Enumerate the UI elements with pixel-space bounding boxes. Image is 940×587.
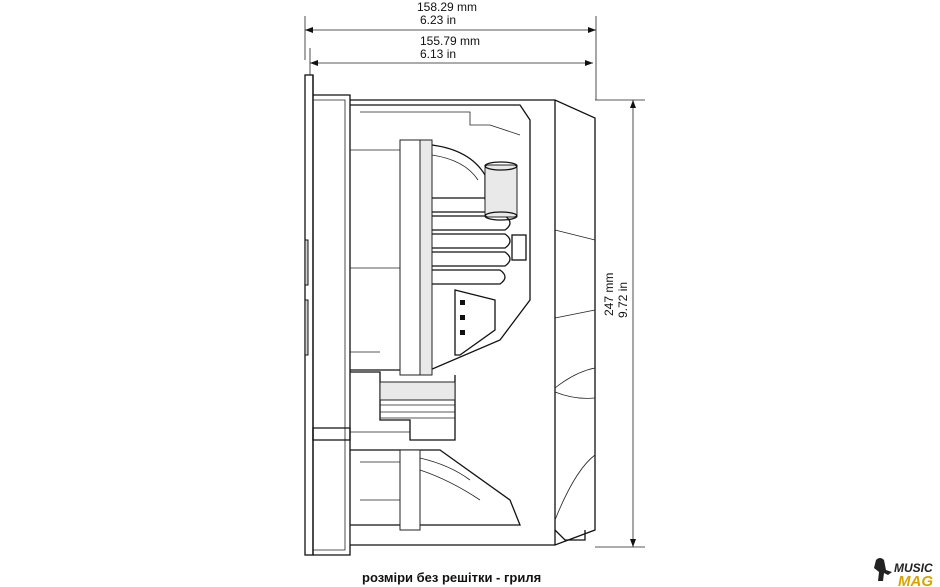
height-in-label: 9.72 in (616, 282, 630, 318)
inner-width-dimension: 155.79 mm 6.13 in (309, 34, 593, 75)
terminal-dots (460, 300, 465, 335)
speaker-cross-section (304, 74, 596, 556)
guitarist-silhouette-icon (874, 558, 892, 581)
height-dimension: 247 mm 9.72 in (595, 99, 645, 548)
outer-width-mm-label: 158.29 mm (417, 0, 477, 14)
tweeter-cylinder (484, 161, 527, 261)
logo-word-mag: MAG (898, 573, 933, 587)
inner-width-in-label: 6.13 in (420, 47, 456, 61)
outer-width-in-label: 6.23 in (420, 13, 456, 27)
height-mm-label: 247 mm (602, 273, 616, 316)
inner-width-mm-label: 155.79 mm (420, 34, 480, 48)
musicmag-logo: MUSIC MAG (874, 558, 933, 587)
drawing-caption: розміри без решітки - гриля (362, 570, 541, 585)
outer-width-dimension: 158.29 mm 6.23 in (304, 0, 597, 100)
logo-word-music: MUSIC (894, 561, 933, 575)
